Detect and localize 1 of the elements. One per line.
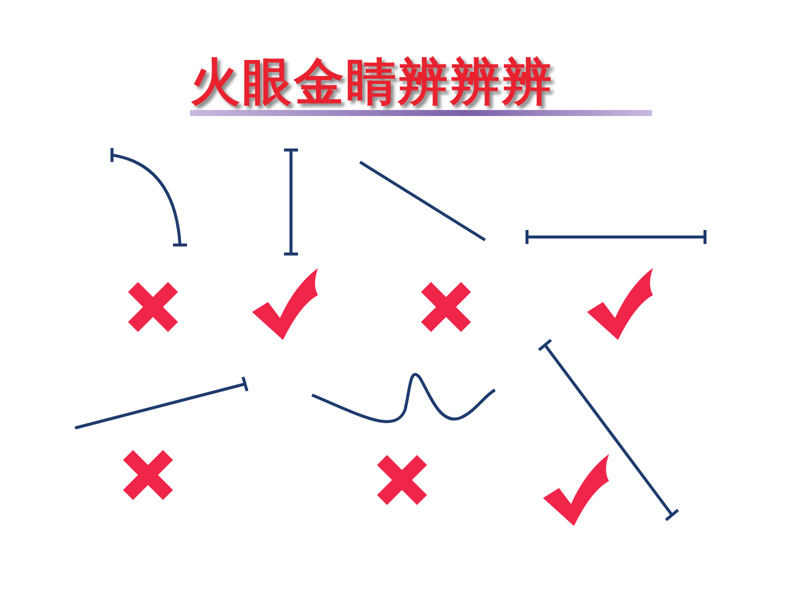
title: 火眼金睛辨辨辨 <box>190 52 554 112</box>
